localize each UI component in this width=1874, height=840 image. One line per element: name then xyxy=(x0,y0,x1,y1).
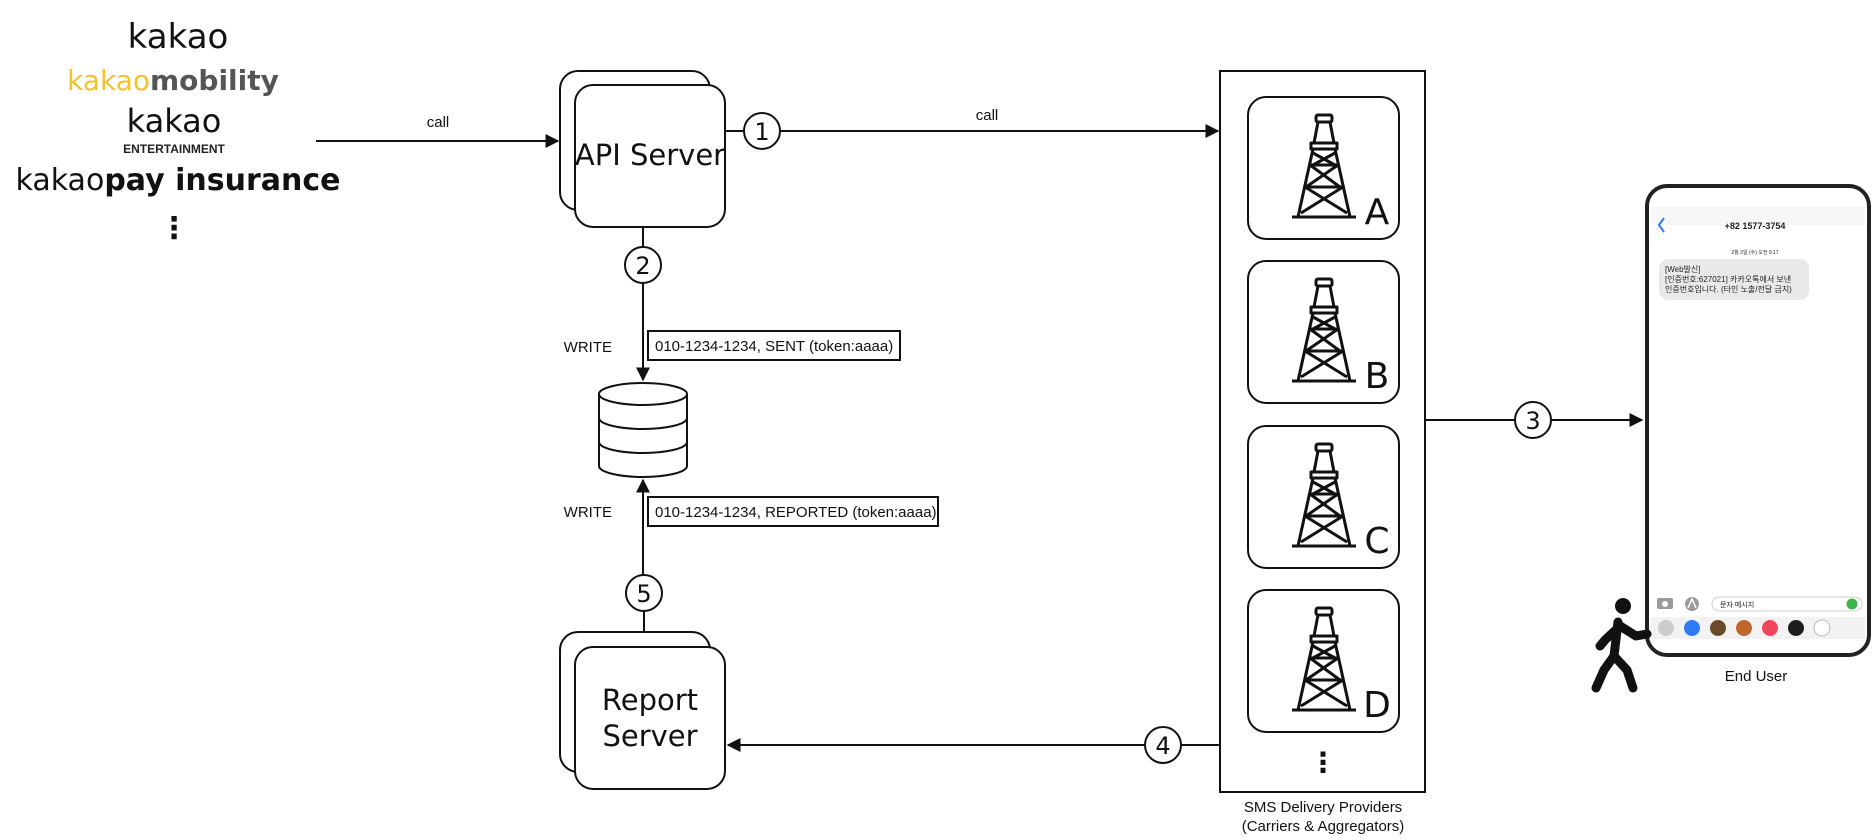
report-server-line1: Report xyxy=(602,683,698,717)
store-app-icon[interactable] xyxy=(1684,620,1700,636)
music-app-icon[interactable] xyxy=(1762,620,1778,636)
providers-caption-line1: SMS Delivery Providers xyxy=(1244,799,1402,816)
clients-more-icon: ⋮ xyxy=(159,211,189,246)
kakao-mobility-logo: kakaomobility xyxy=(67,64,279,97)
step-4-label: 4 xyxy=(1155,732,1170,760)
client-call-label: call xyxy=(427,114,450,131)
provider-call-label: call xyxy=(976,107,999,124)
provider-a-label: A xyxy=(1365,192,1390,233)
kakao-logo: kakao xyxy=(128,17,229,57)
provider-a: A xyxy=(1247,96,1400,240)
provider-c-label: C xyxy=(1364,521,1389,562)
app-drawer-icons xyxy=(1658,619,1831,637)
providers-more-icon: ⋮ xyxy=(1309,746,1337,779)
sms-providers-panel: A B C D ⋮ xyxy=(1219,70,1426,793)
send-arrow-icon[interactable] xyxy=(1846,598,1858,610)
database-icon xyxy=(598,382,688,478)
report-server-line2: Server xyxy=(602,719,697,753)
sent-record-box xyxy=(647,330,901,361)
message-line-1: [Web발신] xyxy=(1665,264,1700,274)
kakao-mobility-suffix: mobility xyxy=(150,64,279,97)
memoji-app-icon[interactable] xyxy=(1710,620,1726,636)
reported-record-text: 010-1234-1234, REPORTED (token:aaaa) xyxy=(655,504,937,521)
message-bubble xyxy=(1659,259,1809,300)
phone-mockup: +82 1577-3754 2월 3일 (수) 오전 9:17 [Web발신] … xyxy=(1645,184,1871,657)
provider-d-label: D xyxy=(1363,685,1391,726)
sent-record-text: 010-1234-1234, SENT (token:aaaa) xyxy=(655,338,893,355)
camera-icon[interactable] xyxy=(1657,598,1673,609)
provider-c: C xyxy=(1247,425,1400,569)
reported-record-box xyxy=(647,496,939,527)
step-3-label: 3 xyxy=(1525,407,1540,435)
api-server: API Server xyxy=(559,70,726,228)
providers-caption-line2: (Carriers & Aggregators) xyxy=(1242,818,1405,835)
kakaopay-suffix: pay insurance xyxy=(104,163,340,198)
kakao-entertainment-logo: kakao xyxy=(127,102,222,140)
message-input-placeholder: 문자 메시지 xyxy=(1720,600,1754,609)
back-chevron-icon xyxy=(1657,217,1665,233)
provider-b: B xyxy=(1247,260,1400,404)
step-5-label: 5 xyxy=(636,580,651,608)
write-sent-label: WRITE xyxy=(564,339,612,356)
kakaopay-prefix: kakao xyxy=(15,163,104,198)
end-user-label: End User xyxy=(1725,668,1788,685)
kakaopay-insurance-logo: kakaopay insurance xyxy=(15,163,340,198)
walking-person-icon xyxy=(1591,598,1652,693)
appstore-icon[interactable] xyxy=(1685,597,1699,611)
animoji-app-icon[interactable] xyxy=(1736,620,1752,636)
message-line-2: [인증번호:627021] 카카오톡에서 보낸 xyxy=(1665,274,1791,284)
more-apps-icon[interactable] xyxy=(1813,619,1831,637)
provider-b-label: B xyxy=(1365,356,1390,397)
kakao-mobility-prefix: kakao xyxy=(67,64,150,97)
report-server: Report Server xyxy=(559,631,726,790)
step-2-label: 2 xyxy=(635,252,650,280)
step-1-label: 1 xyxy=(754,118,769,146)
write-reported-label: WRITE xyxy=(564,504,612,521)
phone-date: 2월 3일 (수) 오전 9:17 xyxy=(1731,249,1778,256)
photos-app-icon[interactable] xyxy=(1658,620,1674,636)
provider-d: D xyxy=(1247,589,1400,733)
phone-contact: +82 1577-3754 xyxy=(1725,221,1786,231)
client-logos: kakao kakaomobility kakao ENTERTAINMENT … xyxy=(15,17,340,246)
message-input[interactable] xyxy=(1711,596,1863,612)
digital-touch-icon[interactable] xyxy=(1788,620,1804,636)
message-line-3: 인증번호입니다. (타인 노출/전달 금지) xyxy=(1665,284,1792,294)
kakao-entertainment-sub: ENTERTAINMENT xyxy=(123,142,225,156)
api-server-label: API Server xyxy=(575,138,725,172)
